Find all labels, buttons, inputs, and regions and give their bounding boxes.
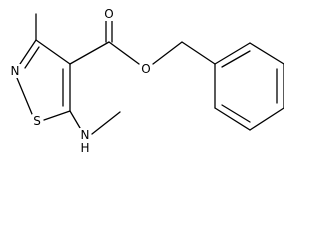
bond-ph-5-6: [214, 107, 251, 131]
bond-o-ester-ch2: [152, 41, 183, 65]
bond-c5-nh: [69, 110, 81, 129]
bond-n1-c3-outer: [19, 39, 37, 65]
bond-c4-carbonyl-c: [69, 41, 110, 65]
bond-s1-n1: [16, 77, 33, 115]
bond-carbonyl-c-o-ester: [108, 41, 140, 65]
bond-ph-2-3: [249, 42, 284, 65]
ring-nitrogen-label: N: [9, 64, 21, 78]
carbonyl-oxygen-label: O: [103, 7, 115, 21]
bond-ph-5-6-inner: [221, 104, 251, 123]
bond-ph-1-2-inner: [221, 50, 251, 68]
bond-ch2-phenyl: [181, 41, 216, 65]
amine-nitrogen-label: N: [79, 128, 91, 142]
ring-sulfur-label: S: [32, 114, 42, 128]
bond-ph-4-5: [249, 107, 284, 131]
bond-c5-s1: [43, 110, 71, 121]
bond-c3-c4: [35, 39, 71, 65]
amine-hydrogen-label: H: [79, 141, 91, 155]
bond-drawing: [16, 13, 284, 135]
bond-nh-methyl: [91, 111, 121, 135]
ester-oxygen-label: O: [140, 62, 152, 76]
bond-n1-c3-inner: [24, 46, 40, 69]
bond-ph-1-2: [214, 42, 251, 65]
